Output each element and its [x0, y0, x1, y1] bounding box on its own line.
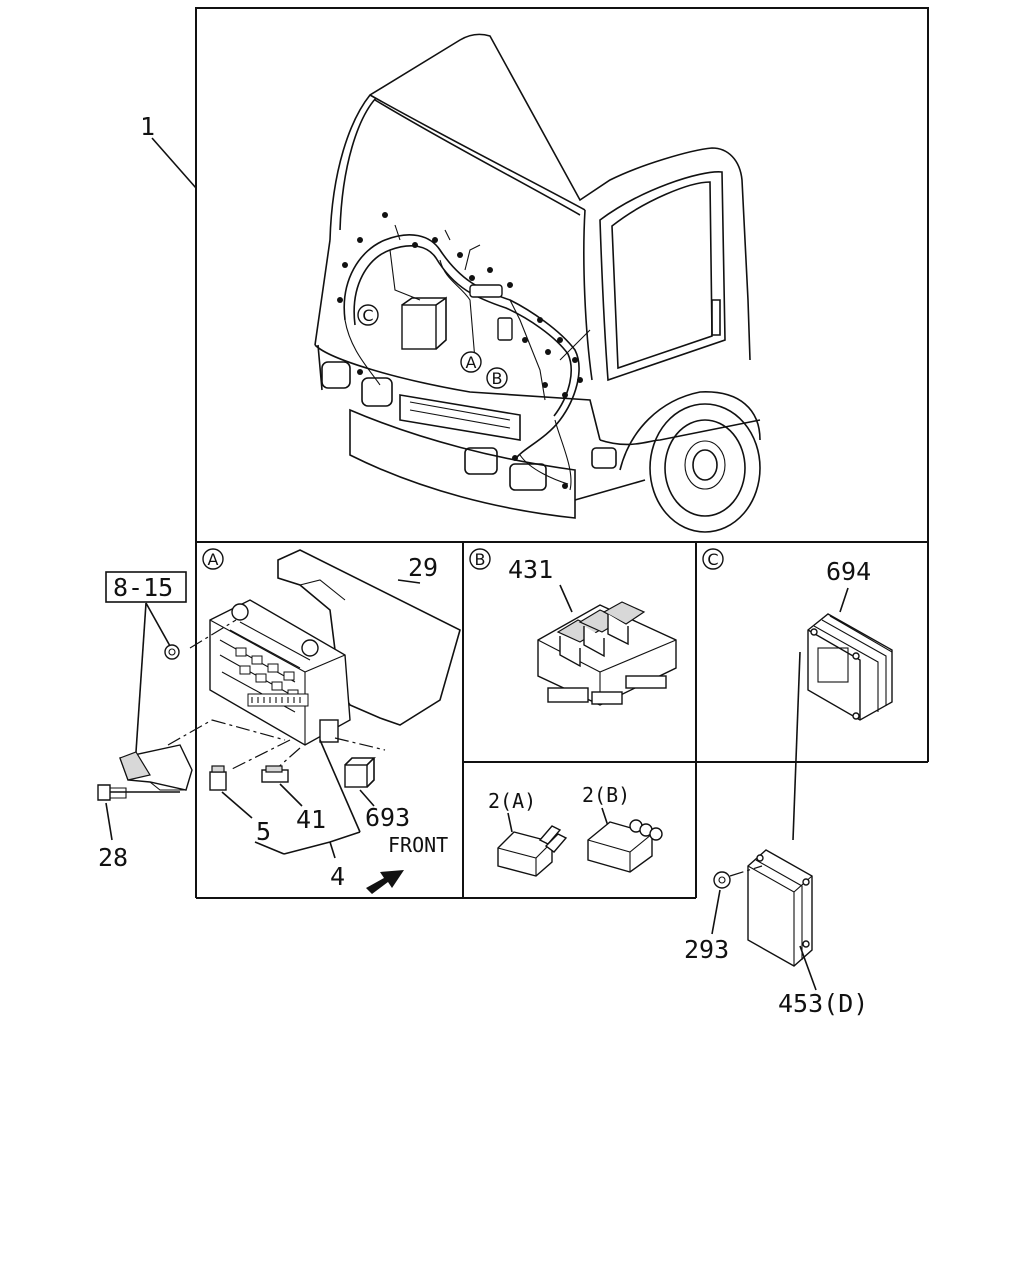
label-bolt: 28	[98, 843, 128, 872]
panel-relays: 2(A) 2(B)	[488, 783, 663, 877]
panel-a: A 29 5	[167, 548, 461, 894]
label-harness: 1	[140, 112, 155, 141]
callout-c-truck: C	[362, 306, 373, 325]
label-relay-2b: 2(B)	[582, 783, 630, 807]
ecu-group: 293 453(D)	[684, 849, 868, 1018]
panel-frames	[195, 7, 929, 899]
panel-c: C 694	[702, 548, 893, 841]
label-fuse-a: 5	[256, 817, 271, 846]
label-ref-8-15: 8-15	[113, 573, 173, 602]
callout-a-truck: A	[466, 353, 477, 372]
left-parts: 8-15 28	[97, 571, 193, 872]
panel-c-callout: C	[707, 550, 718, 569]
truck-cab-illustration: C A B	[314, 33, 761, 533]
callout-b-truck: B	[492, 369, 503, 388]
panel-b-callout: B	[475, 550, 486, 569]
label-controller: 694	[826, 557, 871, 586]
front-arrow-icon	[366, 870, 404, 894]
panel-a-callout: A	[208, 550, 219, 569]
label-fuse-b: 41	[296, 805, 326, 834]
label-cover: 29	[408, 553, 438, 582]
label-fuse-group: 4	[330, 862, 345, 891]
panel-b: B 431	[469, 548, 677, 706]
label-relay-block: 431	[508, 555, 553, 584]
label-relay-2a: 2(A)	[488, 789, 536, 813]
label-ecu: 453(D)	[778, 989, 868, 1018]
label-nut: 293	[684, 935, 729, 964]
label-relay-small: 693	[365, 803, 410, 832]
label-front: FRONT	[388, 833, 448, 857]
